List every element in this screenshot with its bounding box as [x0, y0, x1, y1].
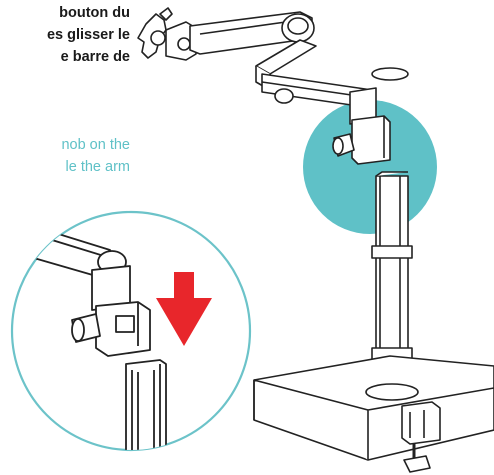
- monitor-arm: [137, 7, 494, 473]
- instruction-fr-line-2: es glisser le: [46, 27, 130, 43]
- instruction-en-line-1: nob on the: [61, 137, 130, 153]
- arrow-down-icon: [156, 272, 212, 346]
- instruction-text-fr: bouton du es glisser le e barre de: [0, 2, 130, 68]
- instruction-text-en: nob on the le the arm: [0, 134, 130, 178]
- instruction-fr-line-1: bouton du: [59, 5, 130, 21]
- instruction-fr-line-3: e barre de: [60, 49, 130, 65]
- zoom-detail: [10, 210, 252, 452]
- instruction-en-line-2: le the arm: [65, 159, 130, 175]
